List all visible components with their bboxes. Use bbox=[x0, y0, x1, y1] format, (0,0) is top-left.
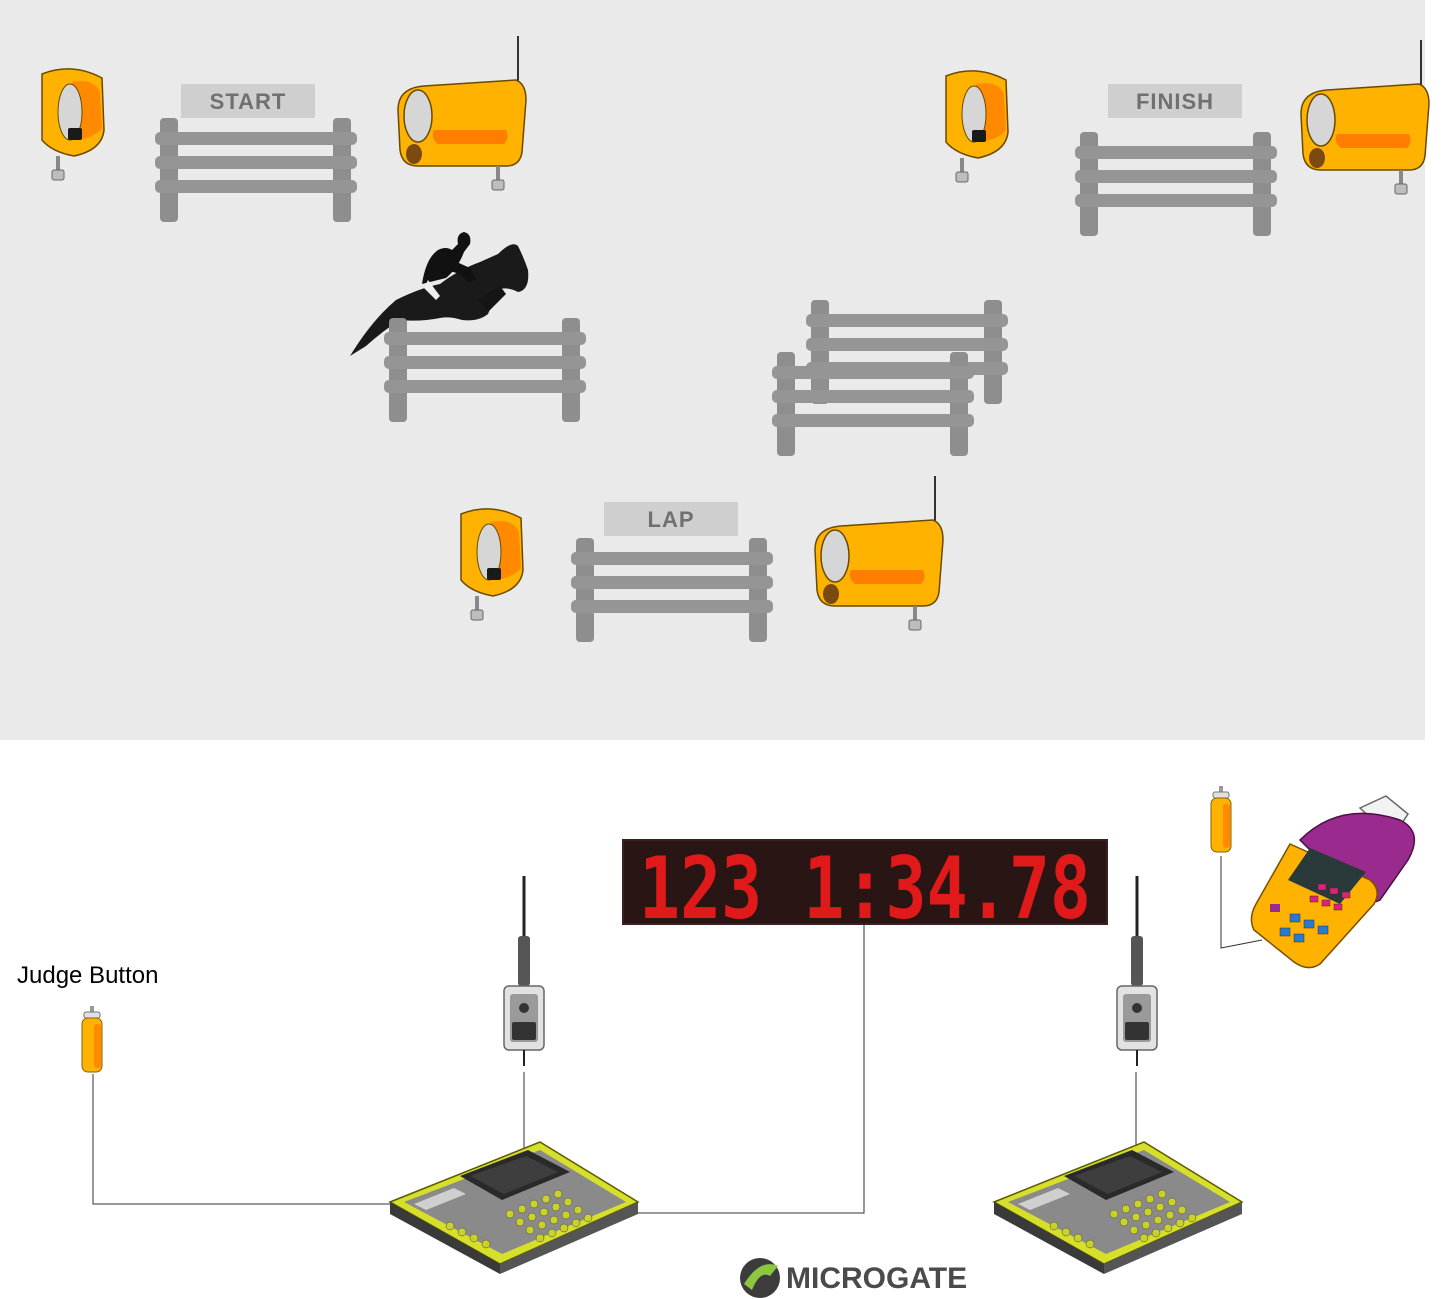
handheld-timer-icon bbox=[1250, 795, 1416, 969]
connection-cables bbox=[92, 856, 1263, 1214]
scoreboard-time: 123 1:34.78 bbox=[639, 839, 1091, 939]
judge-button-label: Judge Button bbox=[17, 962, 158, 989]
judge-button-icon bbox=[81, 1005, 103, 1073]
timing-console-right-icon bbox=[993, 1141, 1243, 1275]
radio-receiver-right-icon bbox=[1115, 874, 1159, 1068]
led-scoreboard: 123 1:34.78 bbox=[622, 839, 1108, 939]
timing-console-left-icon bbox=[389, 1141, 639, 1275]
handheld-button-icon bbox=[1210, 785, 1232, 853]
brand-name: MICROGATE bbox=[786, 1262, 967, 1295]
finish-sign-label: FINISH bbox=[1136, 89, 1214, 114]
start-sign-label: START bbox=[210, 89, 287, 114]
microgate-logo: MICROGATE bbox=[740, 1258, 967, 1298]
radio-receiver-left-icon bbox=[502, 874, 546, 1068]
horse-rider-icon bbox=[350, 232, 529, 356]
lap-sign-label: LAP bbox=[648, 507, 695, 532]
finish-sign: FINISH bbox=[1108, 84, 1242, 118]
arena-area bbox=[0, 0, 1425, 740]
start-sign: START bbox=[181, 84, 315, 118]
lap-sign: LAP bbox=[604, 502, 738, 536]
